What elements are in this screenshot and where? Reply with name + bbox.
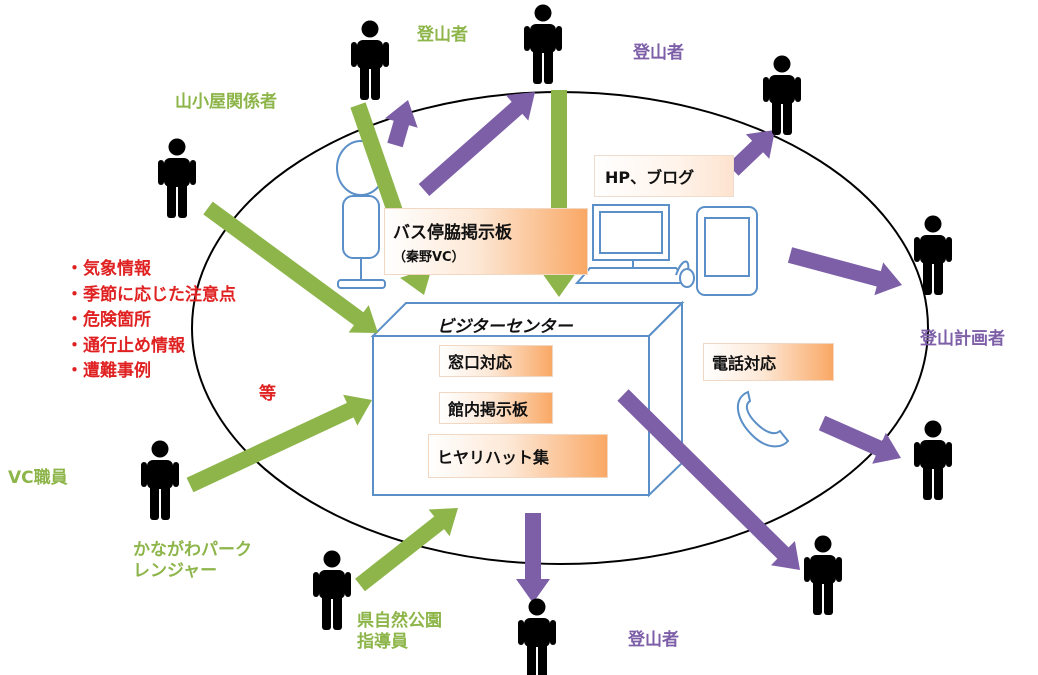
climber-provider-person-icon bbox=[351, 20, 389, 100]
hut-staff-arrow bbox=[203, 201, 378, 333]
climber-provider-label: 登山者 bbox=[417, 25, 468, 45]
vc-staff-person-icon bbox=[141, 440, 179, 520]
vc-staff-label: VC職員 bbox=[8, 468, 68, 488]
hut-staff-person-icon bbox=[158, 138, 196, 218]
visitor-center-title: ビジターセンター bbox=[437, 317, 573, 337]
bus-stop-board-box: バス停脇掲示板 （秦野VC） bbox=[384, 208, 588, 275]
info-item: ・危険箇所 bbox=[66, 310, 151, 330]
climber-top-arrow bbox=[542, 90, 576, 297]
info-list-suffix: 等 bbox=[259, 384, 276, 404]
to-web-climber-arrow bbox=[727, 130, 775, 176]
hut-staff-label: 山小屋関係者 bbox=[175, 92, 277, 112]
park-guide-person-icon bbox=[313, 550, 351, 630]
bus-stop-board-title: バス停脇掲示板 bbox=[393, 223, 512, 243]
vc-staff-arrow bbox=[186, 394, 372, 493]
near-miss-box: ヒヤリハット集 bbox=[428, 434, 608, 478]
park-guide-label: 県自然公園 指導員 bbox=[357, 611, 442, 654]
phone-icon bbox=[737, 390, 790, 448]
to-climber-top-arrow bbox=[418, 92, 535, 196]
to-climber-right-arrow bbox=[617, 389, 800, 570]
bus-stop-board-subtitle: （秦野VC） bbox=[393, 250, 465, 265]
climber-web-person-icon bbox=[763, 55, 801, 135]
info-item: ・遭難事例 bbox=[66, 361, 151, 381]
tablet-icon bbox=[696, 206, 758, 296]
climber-receiver-bottom-label: 登山者 bbox=[628, 630, 679, 650]
park-guide-label-line1: 県自然公園 bbox=[357, 611, 442, 631]
arrows-layer bbox=[186, 90, 902, 603]
to-planner-arrow bbox=[787, 247, 902, 296]
to-phone-climber-arrow bbox=[818, 415, 901, 464]
web-blog-box: HP、ブログ bbox=[594, 155, 734, 197]
to-climber-small-arrow bbox=[385, 100, 418, 148]
info-item: ・通行止め情報 bbox=[66, 335, 185, 356]
park-guide-arrow bbox=[355, 508, 458, 592]
park-ranger-label-line1: かながわパーク bbox=[133, 540, 252, 560]
climber-receiver-top-label: 登山者 bbox=[633, 43, 684, 63]
info-item: ・季節に応じた注意点 bbox=[66, 284, 236, 305]
info-list: ・気象情報 ・季節に応じた注意点 ・危険箇所 ・通行止め情報 ・遭難事例 bbox=[66, 257, 236, 385]
info-item: ・気象情報 bbox=[66, 259, 151, 279]
park-guide-label-line2: 指導員 bbox=[357, 632, 408, 653]
planner-person-icon bbox=[914, 215, 952, 295]
phone-climber-person-icon bbox=[914, 420, 952, 500]
phone-service-box: 電話対応 bbox=[703, 343, 834, 381]
counter-service-box: 窓口対応 bbox=[439, 345, 553, 377]
computer-icon bbox=[574, 204, 695, 288]
climber-receiver-top-person-icon bbox=[524, 4, 562, 84]
climber-bottom-person-icon bbox=[518, 598, 556, 675]
climber-right-person-icon bbox=[804, 535, 842, 615]
planner-label: 登山計画者 bbox=[920, 329, 1005, 349]
bulletin-board-box: 館内掲示板 bbox=[439, 392, 553, 424]
park-ranger-label-line2: レンジャー bbox=[133, 561, 218, 582]
park-ranger-label: かながわパーク レンジャー bbox=[133, 540, 252, 583]
to-climber-bottom-arrow bbox=[516, 513, 550, 603]
